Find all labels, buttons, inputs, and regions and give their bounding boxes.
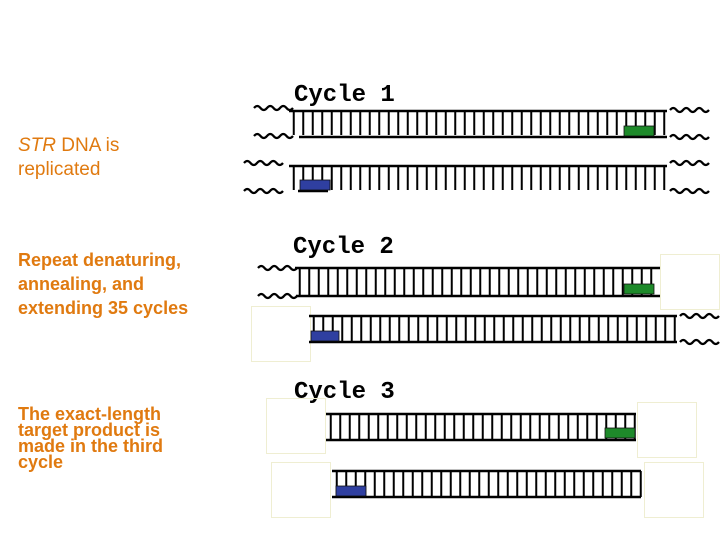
cycle2-overhang-wavy — [257, 264, 298, 272]
placeholder-box — [271, 462, 331, 518]
cycle1-overhang-wavy — [669, 159, 710, 167]
placeholder-box — [637, 402, 697, 458]
caption-exact-line1: The exact-length — [18, 404, 162, 424]
cycle1-overhang-wavy — [669, 133, 710, 141]
cycle2-overhang-wavy — [679, 338, 720, 346]
caption-repeat-line3: extending 35 cycles — [18, 298, 189, 318]
cycle3-reverse-primer — [604, 427, 636, 439]
caption-str-line2: replicated — [18, 159, 101, 180]
cycle-3-title: Cycle 3 — [294, 379, 395, 406]
cycle1-overhang-wavy — [243, 159, 284, 167]
caption-repeat-cycles: Repeat denaturing, annealing, and extend… — [18, 248, 188, 320]
caption-exact-line2: target product is — [18, 420, 161, 440]
placeholder-box — [266, 398, 326, 454]
cycle1-overhang-wavy — [243, 187, 284, 195]
cycle3-forward-primer — [335, 485, 367, 497]
cycle1-reverse-primer — [623, 125, 655, 137]
cycle1-forward-primer — [299, 179, 331, 191]
caption-repeat-line2: annealing, and — [18, 274, 145, 294]
cycle-2-title: Cycle 2 — [293, 234, 394, 261]
cycle2-overhang-wavy — [679, 312, 720, 320]
caption-str-rest: DNA is — [56, 135, 120, 156]
placeholder-box — [251, 306, 311, 362]
placeholder-box — [644, 462, 704, 518]
cycle2-reverse-primer — [623, 283, 655, 295]
caption-exact-length: The exact-length target product is made … — [18, 404, 164, 472]
caption-str-italic: STR — [18, 135, 56, 156]
cycle1-overhang-wavy — [253, 132, 294, 140]
caption-repeat-line1: Repeat denaturing, — [18, 250, 182, 270]
cycle1-overhang-wavy — [669, 106, 710, 114]
caption-str-replicated: STR DNA is replicated — [18, 134, 119, 182]
caption-exact-line4: cycle — [18, 452, 64, 472]
cycle1-overhang-wavy — [253, 104, 294, 112]
cycle2-overhang-wavy — [257, 292, 298, 300]
cycle1-overhang-wavy — [669, 187, 710, 195]
cycle2-forward-primer — [310, 330, 340, 342]
cycle-1-title: Cycle 1 — [294, 82, 395, 109]
caption-exact-line3: made in the third — [18, 436, 164, 456]
